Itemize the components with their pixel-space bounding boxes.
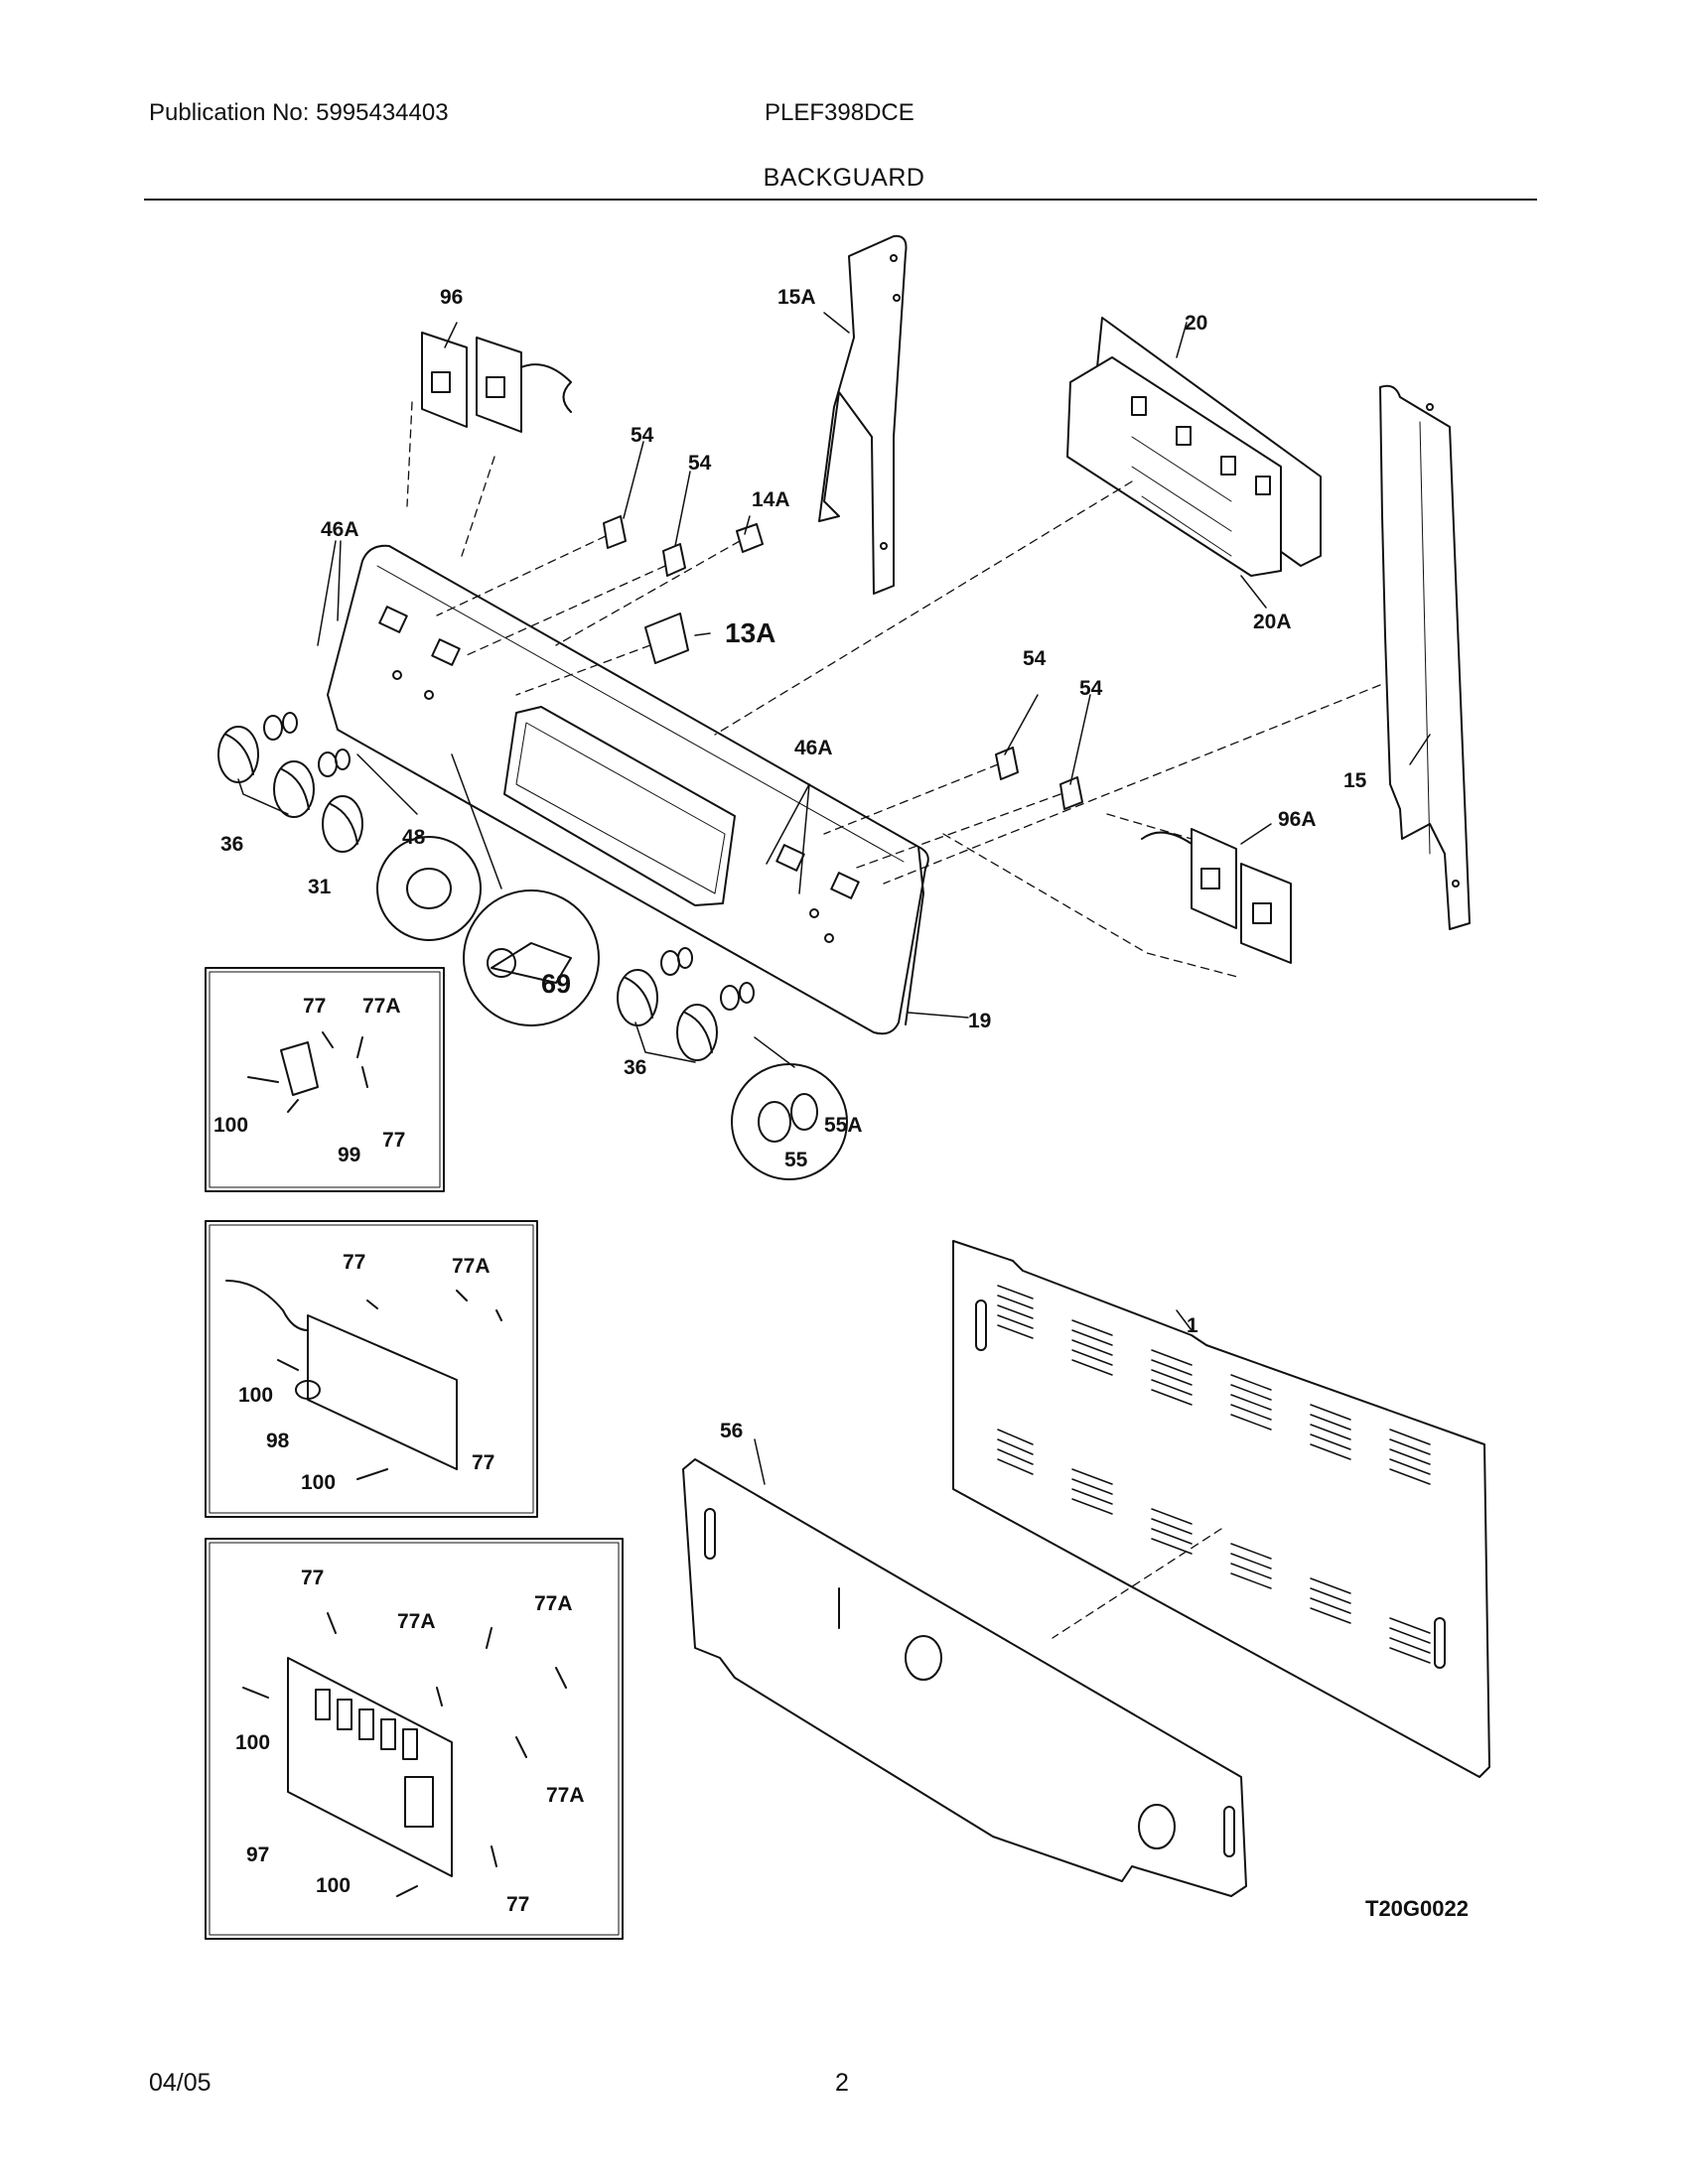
inset3-callout-77: 77 [301,1567,324,1589]
footer-date: 04/05 [149,2069,211,2097]
inset3-callout-77A-c: 77A [546,1784,585,1807]
rail-15A [818,234,908,595]
callout-31: 31 [308,876,332,898]
callout-48: 48 [402,826,426,849]
clock-board-96A [1141,828,1292,964]
callout-1: 1 [1187,1314,1198,1337]
page-title: BACKGUARD [763,164,925,192]
callout-54-a: 54 [631,424,654,447]
inset3-callout-100-b: 100 [316,1874,351,1897]
header-rule [144,199,1537,201]
inset2-callout-100-b: 100 [301,1471,336,1494]
callout-54-d: 54 [1079,677,1103,700]
callout-20: 20 [1185,312,1207,335]
callout-15A: 15A [777,286,816,309]
inset2-callout-100-a: 100 [238,1384,273,1407]
callout-69: 69 [541,969,571,999]
inset3-callout-77-b: 77 [506,1893,529,1916]
drawing-id: T20G0022 [1365,1896,1469,1921]
back-panel-1 [952,1240,1490,1778]
inset2-callout-77A: 77A [452,1255,491,1278]
callout-54-b: 54 [688,452,712,475]
publication-number: Publication No: 5995434403 [149,99,449,126]
solid-leaders [237,312,1431,1485]
inset1-callout-77A: 77A [362,995,401,1018]
callout-96: 96 [440,286,463,309]
callout-46A-a: 46A [321,518,359,541]
inset1-callout-77: 77 [303,995,326,1018]
clock-board-96 [421,332,572,433]
rail-15 [1379,384,1471,930]
callout-36-a: 36 [220,833,243,856]
inset1-callout-99: 99 [338,1144,360,1166]
control-board-20 [1066,317,1322,577]
inset1-callout-100: 100 [213,1114,248,1137]
inset1-callout-77-b: 77 [382,1129,405,1152]
inset2-callout-77: 77 [343,1251,365,1274]
bracket-56 [682,1458,1247,1897]
callout-55A: 55A [824,1114,863,1137]
callout-15: 15 [1343,769,1367,792]
inset2-callout-77-b: 77 [472,1451,494,1474]
detail-circles [376,836,848,1180]
inset3-callout-100-a: 100 [235,1731,270,1754]
knobs [217,712,755,1061]
inset-box-2 [205,1220,538,1518]
callout-46A-b: 46A [794,737,833,759]
callout-56: 56 [720,1420,743,1442]
page-number: 2 [835,2069,849,2097]
callout-55: 55 [784,1149,808,1171]
callout-54-c: 54 [1023,647,1047,670]
inset3-callout-77A-a: 77A [397,1610,436,1633]
inset-box-3 [205,1538,624,1940]
callout-14A: 14A [752,488,790,511]
inset3-callout-97: 97 [246,1843,269,1866]
model-number: PLEF398DCE [765,99,914,126]
inset2-callout-98: 98 [266,1430,290,1452]
callout-96A: 96A [1278,808,1317,831]
backguard-panel [327,544,929,1035]
callout-20A: 20A [1253,611,1292,633]
callout-13A: 13A [725,617,775,648]
dashed-leaders [406,401,1381,1639]
callout-36-b: 36 [624,1056,646,1079]
inset3-callout-77A-b: 77A [534,1592,573,1615]
inset-box-1 [205,967,445,1192]
callout-19: 19 [968,1010,991,1032]
